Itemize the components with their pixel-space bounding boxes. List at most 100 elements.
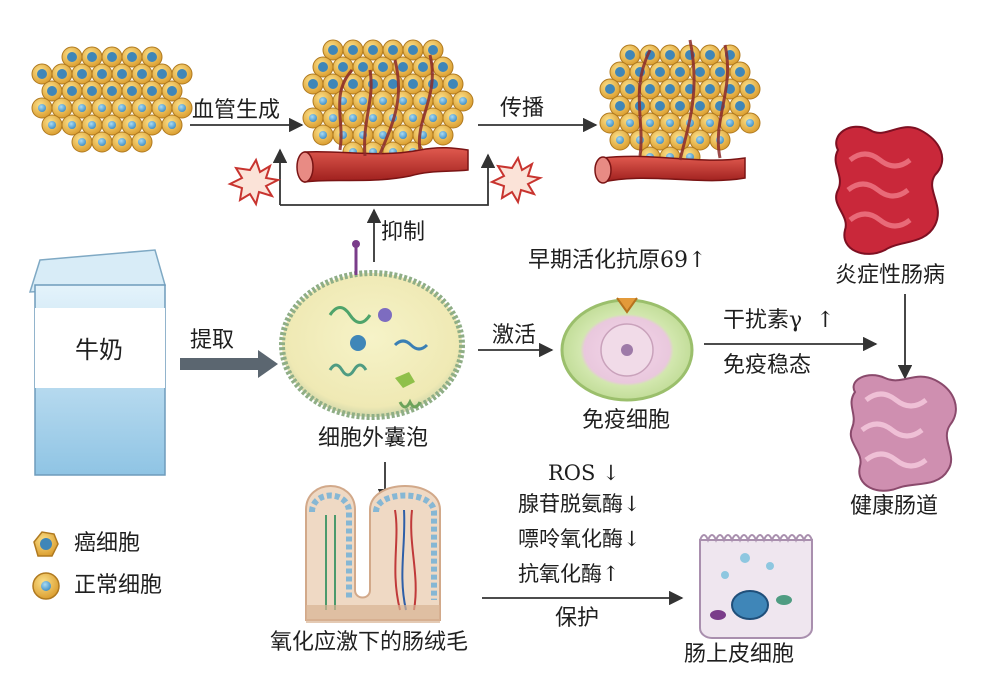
cell-nucleus — [745, 84, 755, 94]
cell-nucleus — [449, 114, 457, 122]
cell-nucleus — [178, 104, 186, 112]
cell-nucleus — [167, 86, 177, 96]
cell-nucleus — [127, 52, 137, 62]
label-protect: 保护 — [555, 606, 600, 631]
cell-nucleus — [695, 101, 705, 111]
cell-nucleus — [137, 69, 147, 79]
cell-nucleus — [158, 104, 166, 112]
cell-nucleus — [429, 114, 437, 122]
cell-nucleus — [319, 131, 327, 139]
inflamed-intestine — [834, 125, 944, 255]
cell-nucleus — [329, 114, 337, 122]
cell-nucleus — [318, 62, 328, 72]
cell-nucleus — [625, 50, 635, 60]
cell-nucleus — [359, 97, 367, 105]
cell-nucleus — [78, 138, 86, 146]
cell-nucleus — [319, 97, 327, 105]
cell-nucleus — [626, 119, 634, 127]
label-antiox-text: 抗氧化酶 — [518, 562, 602, 586]
cell-nucleus — [675, 67, 685, 77]
label-angiogenesis: 血管生成 — [192, 98, 281, 123]
cell-nucleus — [675, 101, 685, 111]
label-spread: 传播 — [500, 96, 545, 121]
cell-nucleus — [655, 101, 665, 111]
label-healthy-gut: 健康肠道 — [850, 494, 939, 519]
cell-nucleus — [88, 121, 96, 129]
label-villi: 氧化应激下的肠绒毛 — [270, 630, 469, 655]
cell-nucleus — [676, 136, 684, 144]
cell-nucleus — [459, 97, 467, 105]
arrow-down-icon: ↓ — [623, 492, 641, 516]
tumor-cluster-early — [31, 46, 193, 153]
cell-nucleus — [388, 45, 398, 55]
cell-nucleus — [369, 114, 377, 122]
cell-nucleus — [655, 67, 665, 77]
cell-nucleus — [418, 62, 428, 72]
tumor-cluster-angiogenesis — [296, 39, 474, 183]
cell-nucleus — [615, 67, 625, 77]
cell-nucleus — [348, 45, 358, 55]
cell-nucleus — [308, 79, 318, 89]
arrow-up-icon: ↑ — [602, 562, 620, 586]
cell-nucleus — [47, 86, 57, 96]
burst-icon — [227, 157, 282, 207]
cell-nucleus — [177, 69, 187, 79]
cell-nucleus — [606, 119, 614, 127]
label-extract: 提取 — [190, 328, 235, 353]
cell-nucleus — [379, 97, 387, 105]
tumor-cluster-spread — [594, 39, 761, 184]
cell-nucleus — [77, 69, 87, 79]
cell-nucleus — [309, 114, 317, 122]
cell-nucleus — [147, 52, 157, 62]
cell-nucleus — [48, 121, 56, 129]
cell-nucleus — [656, 136, 664, 144]
legend-normal-icon — [32, 572, 60, 600]
cell-nucleus — [168, 121, 176, 129]
cell-nucleus — [138, 104, 146, 112]
cell-nucleus — [665, 84, 675, 94]
cell-nucleus — [666, 119, 674, 127]
cell-nucleus — [328, 79, 338, 89]
intestinal-villi — [305, 485, 441, 623]
cell-nucleus — [87, 86, 97, 96]
label-cd69: 早期活化抗原69↑ — [528, 250, 706, 272]
cell-nucleus — [388, 79, 398, 89]
cell-nucleus — [399, 97, 407, 105]
cell-nucleus — [715, 67, 725, 77]
cell-nucleus — [439, 131, 447, 139]
legend-cancer-icon — [33, 531, 59, 557]
label-exosome: 细胞外囊泡 — [318, 426, 429, 451]
cell-nucleus — [368, 45, 378, 55]
cell-nucleus — [735, 101, 745, 111]
cell-nucleus — [706, 119, 714, 127]
cell-nucleus — [37, 69, 47, 79]
label-inhibit: 抑制 — [381, 220, 426, 245]
cell-nucleus — [646, 119, 654, 127]
arrow-up-icon: ↑ — [688, 248, 707, 273]
cell-nucleus — [399, 131, 407, 139]
extracellular-vesicle — [279, 240, 465, 420]
cell-nucleus — [665, 50, 675, 60]
label-antiox: 抗氧化酶↑ — [518, 564, 620, 585]
cell-nucleus — [117, 69, 127, 79]
cell-nucleus — [438, 62, 448, 72]
cell-nucleus — [338, 62, 348, 72]
cell-nucleus — [38, 104, 46, 112]
label-activate: 激活 — [492, 323, 537, 348]
label-xo: 嘌呤氧化酶↓ — [518, 529, 641, 550]
cell-nucleus — [616, 136, 624, 144]
cell-nucleus — [368, 79, 378, 89]
cell-nucleus — [67, 52, 77, 62]
cell-nucleus — [97, 69, 107, 79]
arrow-down-icon: ↓ — [602, 461, 620, 485]
cell-nucleus — [98, 104, 106, 112]
healthy-intestine — [849, 374, 957, 492]
cell-nucleus — [379, 131, 387, 139]
cell-nucleus — [408, 45, 418, 55]
cell-nucleus — [625, 84, 635, 94]
label-ifn-text: 干扰素γ — [723, 308, 803, 333]
cell-nucleus — [615, 101, 625, 111]
legend-normal-label: 正常细胞 — [74, 573, 163, 598]
label-cd69-text: 早期活化抗原69 — [528, 248, 688, 273]
